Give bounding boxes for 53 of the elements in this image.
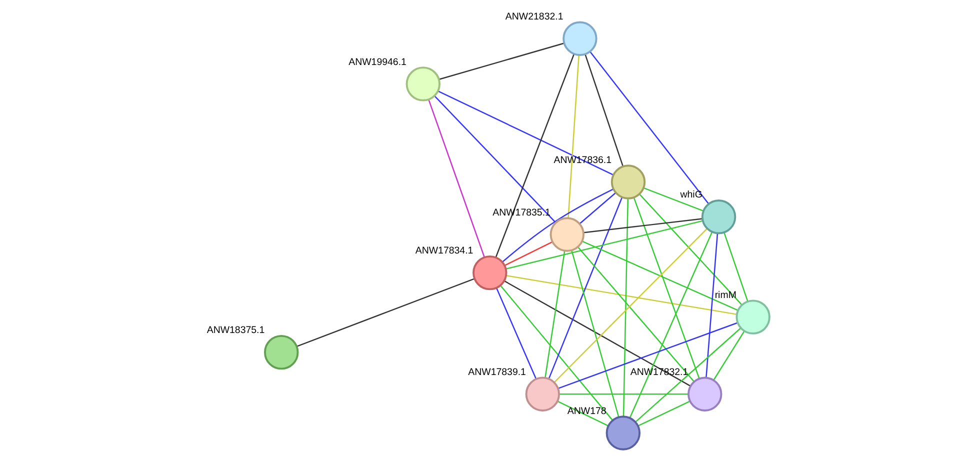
connector [544, 250, 566, 378]
connector [643, 187, 704, 212]
node-circle [264, 334, 299, 370]
connector [428, 99, 485, 258]
node-circle [736, 300, 770, 334]
connector [495, 54, 575, 258]
connector [296, 278, 475, 348]
connector [438, 42, 564, 80]
connector [506, 274, 737, 315]
node-circle [701, 200, 736, 234]
node-label: ANW19946.1 [348, 56, 406, 68]
connector [582, 240, 738, 311]
connector [706, 233, 718, 378]
connector [571, 250, 620, 418]
connector [713, 330, 745, 380]
connector [504, 280, 691, 387]
connector [554, 228, 708, 383]
connector [500, 285, 614, 421]
node-circle [562, 21, 598, 56]
node-circle [525, 376, 560, 412]
connector [629, 232, 713, 418]
connector [558, 322, 738, 389]
connector [638, 400, 690, 426]
connector [584, 218, 702, 234]
node-label: ANW18375.1 [206, 325, 265, 336]
node-label: ANW17834.1 [415, 246, 474, 257]
connector [502, 188, 614, 262]
connector [584, 54, 624, 167]
connector [434, 96, 556, 223]
connector [622, 198, 629, 416]
node-circle [606, 416, 641, 450]
connector [438, 90, 614, 176]
connector [633, 197, 700, 379]
connector [724, 232, 748, 302]
connector [496, 288, 537, 380]
node-circle [550, 217, 584, 252]
connector [548, 197, 623, 379]
connector [577, 246, 695, 382]
node-circle [688, 376, 722, 412]
connector [639, 194, 742, 306]
connector [559, 393, 688, 395]
connector [579, 192, 616, 224]
node-label: ANW21832.1 [505, 11, 564, 22]
connector [504, 241, 553, 266]
connector [568, 54, 580, 218]
node-circle [610, 164, 646, 200]
connector [634, 328, 742, 423]
connector [506, 220, 703, 270]
node-circle [406, 66, 440, 102]
node-label: whiG [680, 190, 702, 201]
node-circle [472, 255, 508, 290]
node-label: ANW17839.1 [468, 366, 526, 378]
connector [590, 51, 710, 204]
